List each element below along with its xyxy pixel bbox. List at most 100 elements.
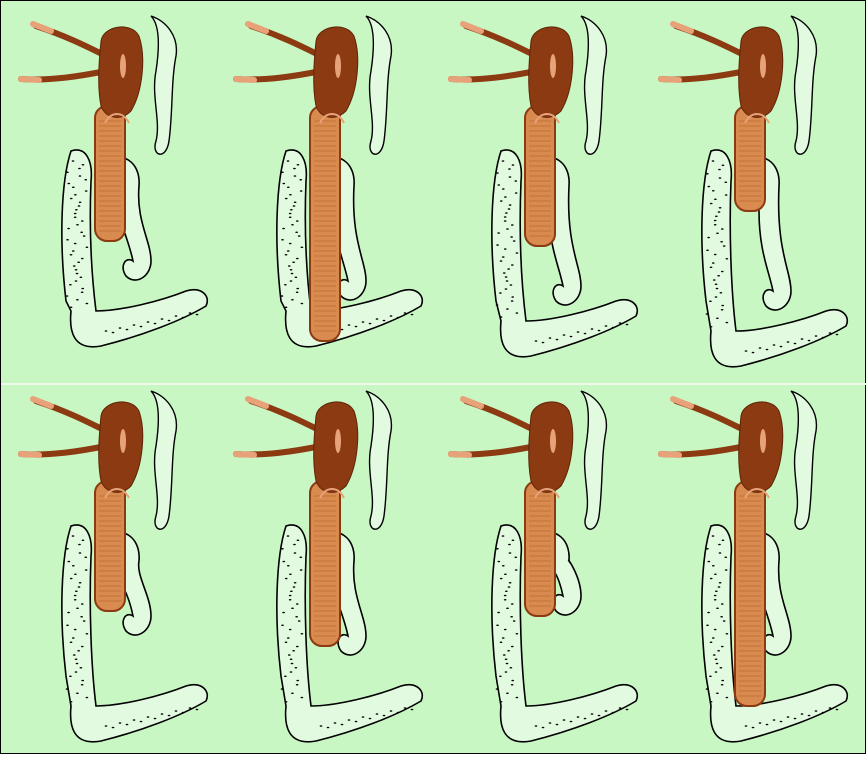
speck bbox=[85, 569, 88, 571]
speck bbox=[500, 641, 503, 643]
speck bbox=[369, 718, 372, 720]
speck bbox=[355, 721, 358, 723]
speck bbox=[390, 315, 393, 317]
speck bbox=[288, 654, 291, 656]
hair-branches bbox=[451, 401, 536, 454]
speck bbox=[712, 190, 715, 192]
speck bbox=[79, 582, 82, 584]
speck bbox=[801, 338, 804, 340]
speck bbox=[81, 684, 84, 686]
speck bbox=[752, 352, 755, 354]
speck bbox=[281, 624, 284, 626]
speck bbox=[404, 707, 407, 709]
hair-branches bbox=[236, 401, 321, 454]
speck bbox=[500, 701, 503, 703]
speck bbox=[707, 612, 710, 614]
speck bbox=[511, 646, 514, 648]
speck bbox=[78, 168, 81, 170]
speck bbox=[709, 300, 712, 302]
speck bbox=[77, 261, 80, 263]
speck bbox=[281, 295, 284, 297]
speck bbox=[168, 715, 171, 717]
speck bbox=[294, 667, 297, 669]
speck bbox=[706, 548, 709, 550]
speck bbox=[72, 250, 75, 252]
speck bbox=[282, 612, 285, 614]
speck bbox=[297, 539, 300, 541]
speck bbox=[119, 327, 122, 329]
speck bbox=[710, 578, 713, 580]
speck bbox=[301, 633, 304, 635]
diagram-2 bbox=[226, 11, 441, 386]
speck bbox=[289, 595, 292, 597]
speck bbox=[504, 595, 507, 597]
speck bbox=[376, 713, 379, 715]
speck bbox=[773, 344, 776, 346]
speck bbox=[714, 629, 717, 631]
speck bbox=[515, 569, 518, 571]
speck bbox=[714, 220, 717, 222]
speck bbox=[549, 337, 552, 339]
speck bbox=[80, 231, 83, 233]
speck bbox=[294, 552, 297, 554]
speck bbox=[78, 544, 81, 546]
speck bbox=[289, 243, 292, 245]
speck bbox=[67, 612, 70, 614]
speck bbox=[619, 322, 622, 324]
speck bbox=[721, 309, 724, 311]
speck bbox=[296, 220, 299, 222]
speck bbox=[66, 239, 69, 241]
speck bbox=[291, 607, 294, 609]
speck bbox=[140, 326, 143, 328]
speck bbox=[506, 228, 509, 230]
speck bbox=[496, 172, 499, 174]
diagram-5 bbox=[11, 386, 226, 761]
speck bbox=[759, 347, 762, 349]
speck bbox=[383, 715, 386, 717]
upper-tissue bbox=[151, 391, 176, 529]
speck bbox=[296, 684, 299, 686]
speck bbox=[716, 663, 719, 665]
speck bbox=[496, 548, 499, 550]
speck bbox=[285, 641, 288, 643]
speck bbox=[348, 719, 351, 721]
diagram-6 bbox=[226, 386, 441, 761]
speck bbox=[719, 552, 722, 554]
speck bbox=[75, 269, 78, 271]
tube-ribbing bbox=[739, 496, 761, 696]
speck bbox=[715, 590, 718, 592]
speck bbox=[496, 624, 499, 626]
speck bbox=[511, 684, 514, 686]
speck bbox=[726, 633, 729, 635]
speck bbox=[289, 573, 292, 575]
speck bbox=[505, 276, 508, 278]
speck bbox=[85, 190, 88, 192]
speck bbox=[591, 328, 594, 330]
speck bbox=[291, 299, 294, 301]
speck bbox=[822, 337, 825, 339]
speck bbox=[511, 300, 514, 302]
upper-tissue bbox=[791, 16, 816, 154]
speck bbox=[723, 620, 726, 622]
speck bbox=[189, 312, 192, 314]
speck bbox=[133, 324, 136, 326]
speck bbox=[147, 716, 150, 718]
speck bbox=[76, 273, 79, 275]
speck bbox=[294, 582, 297, 584]
speck bbox=[515, 697, 518, 699]
speck bbox=[296, 646, 299, 648]
panel-5 bbox=[11, 386, 226, 761]
speck bbox=[300, 697, 303, 699]
speck bbox=[714, 599, 717, 601]
speck bbox=[509, 667, 512, 669]
speck bbox=[496, 304, 499, 306]
hair-branches bbox=[451, 26, 536, 79]
speck bbox=[714, 595, 717, 597]
speck bbox=[507, 650, 510, 652]
speck bbox=[707, 561, 710, 563]
speck bbox=[82, 539, 85, 541]
speck bbox=[787, 716, 790, 718]
speck bbox=[105, 725, 108, 727]
speck bbox=[76, 607, 79, 609]
panel-3 bbox=[441, 11, 656, 386]
